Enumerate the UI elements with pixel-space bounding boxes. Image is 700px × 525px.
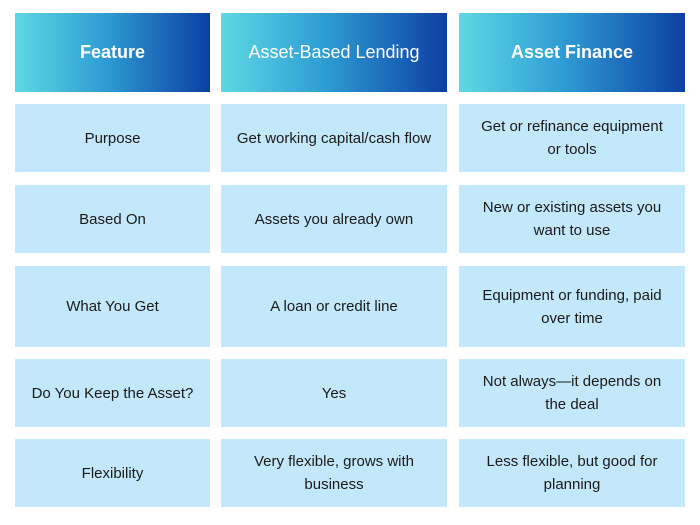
header-asset-based-lending: Asset-Based Lending — [221, 13, 447, 92]
lending-cell-purpose: Get working capital/cash flow — [221, 104, 447, 172]
header-asset-finance: Asset Finance — [459, 13, 685, 92]
feature-cell-based-on: Based On — [15, 185, 210, 253]
finance-cell-purpose: Get or refinance equipment or tools — [459, 104, 685, 172]
feature-cell-keep-asset: Do You Keep the Asset? — [15, 359, 210, 427]
feature-cell-flexibility: Flexibility — [15, 439, 210, 507]
lending-cell-what-you-get: A loan or credit line — [221, 266, 447, 347]
feature-cell-what-you-get: What You Get — [15, 266, 210, 347]
lending-cell-keep-asset: Yes — [221, 359, 447, 427]
finance-cell-based-on: New or existing assets you want to use — [459, 185, 685, 253]
header-feature: Feature — [15, 13, 210, 92]
lending-cell-flexibility: Very flexible, grows with business — [221, 439, 447, 507]
finance-cell-flexibility: Less flexible, but good for planning — [459, 439, 685, 507]
lending-cell-based-on: Assets you already own — [221, 185, 447, 253]
finance-cell-keep-asset: Not always—it depends on the deal — [459, 359, 685, 427]
feature-cell-purpose: Purpose — [15, 104, 210, 172]
finance-cell-what-you-get: Equipment or funding, paid over time — [459, 266, 685, 347]
